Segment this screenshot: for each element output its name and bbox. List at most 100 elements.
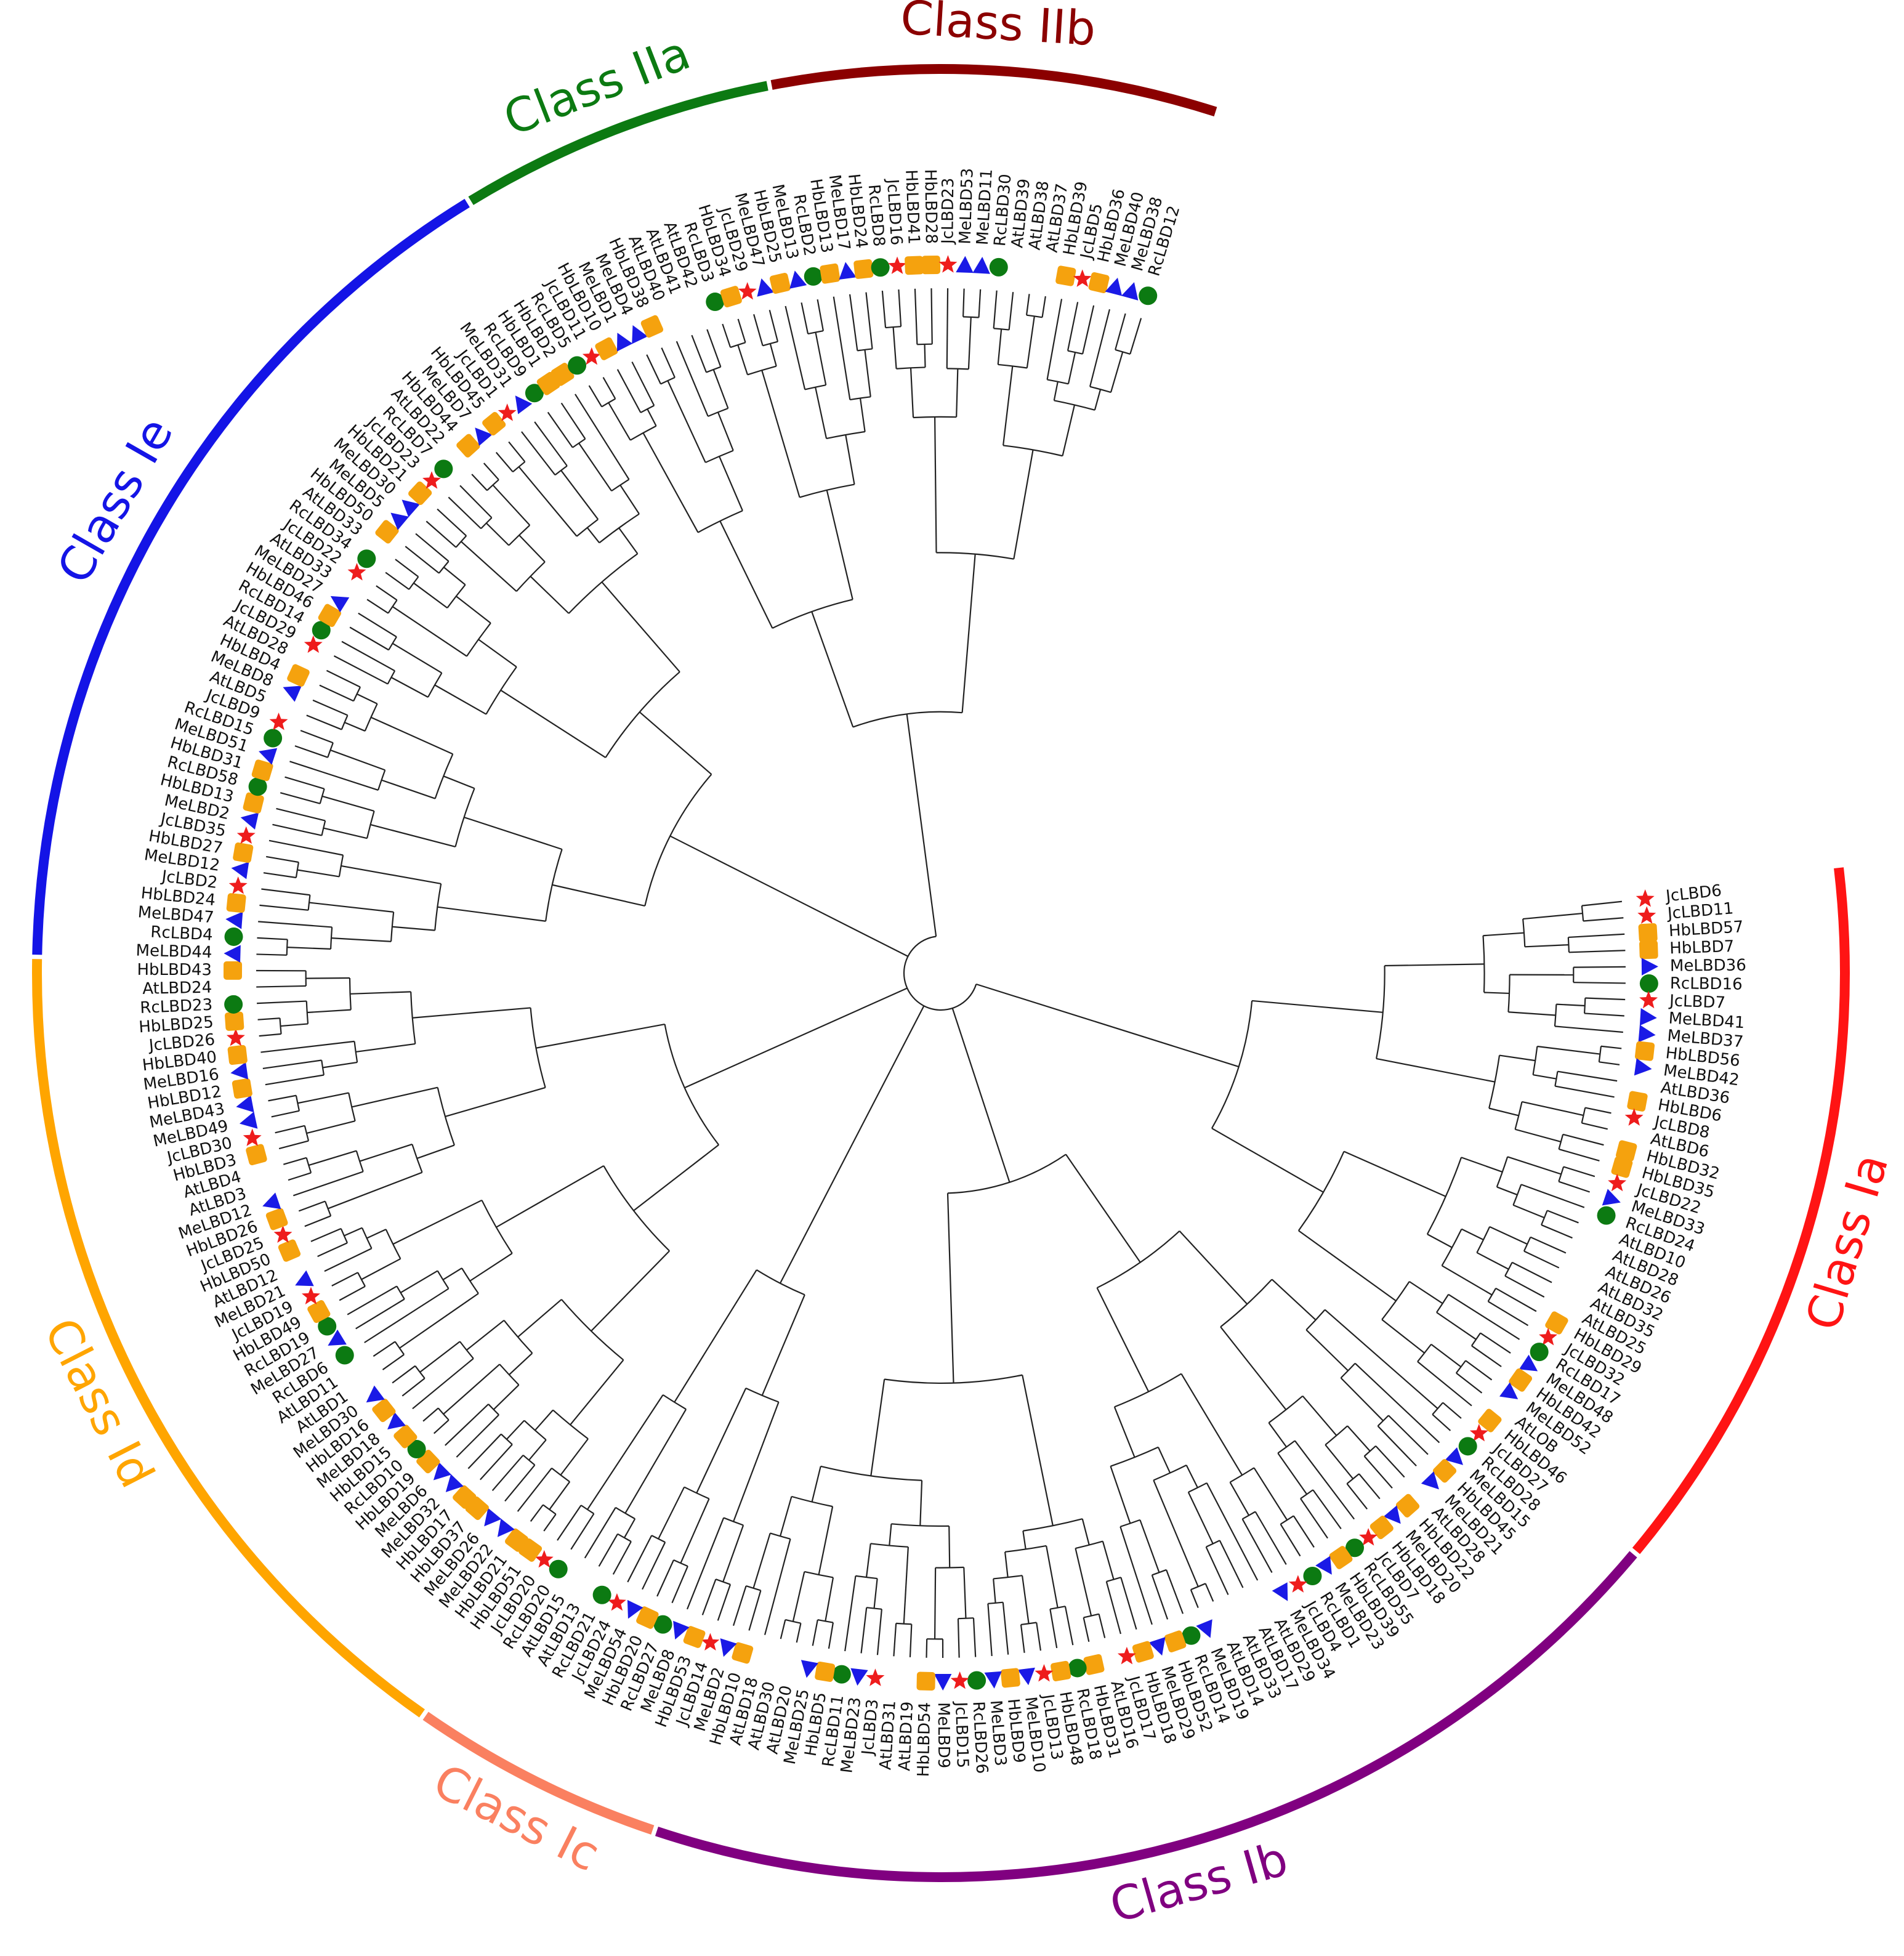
branch [1432, 1413, 1451, 1431]
species-marker-hb [375, 520, 399, 544]
branch [753, 314, 764, 346]
branch [517, 1299, 562, 1338]
branch [359, 1143, 413, 1162]
branch [471, 474, 488, 491]
species-marker-me [934, 1673, 952, 1691]
species-marker-hb [232, 1078, 252, 1099]
species-marker-rc [357, 549, 376, 568]
branch [319, 684, 354, 702]
branch [785, 305, 806, 390]
branch [534, 421, 568, 467]
branch [826, 430, 865, 440]
branch [1206, 1540, 1220, 1548]
species-marker-hb [1627, 1091, 1648, 1112]
branch [361, 1227, 373, 1249]
branch [304, 1215, 331, 1227]
branch [870, 1543, 908, 1548]
branch [297, 1092, 349, 1104]
branch [392, 1199, 482, 1245]
branch [552, 884, 645, 907]
branch [817, 299, 825, 331]
leaf-label: HbLBD7 [1669, 937, 1735, 958]
branch [376, 585, 398, 601]
branch [581, 1505, 595, 1514]
branch [1105, 1581, 1121, 1635]
species-marker-jc [938, 255, 958, 273]
branch [256, 985, 306, 988]
species-marker-me [240, 812, 259, 830]
branch [333, 655, 389, 685]
species-marker-hb [1164, 1630, 1187, 1652]
branch [275, 1125, 305, 1134]
branch [478, 639, 517, 668]
species-marker-jc [1608, 1173, 1627, 1192]
species-marker-hb [1611, 1156, 1633, 1178]
branch [292, 1171, 364, 1197]
branch [746, 1585, 761, 1591]
species-marker-rc [335, 1346, 354, 1365]
species-marker-rc [312, 621, 331, 640]
branch [1377, 1415, 1389, 1427]
branch [570, 1359, 624, 1426]
branch [1067, 350, 1083, 355]
leaf-label: MeLBD36 [1670, 956, 1746, 976]
branch [1220, 1326, 1287, 1410]
branch [1496, 1186, 1518, 1196]
branch [706, 329, 722, 368]
branch [1041, 296, 1046, 318]
branch [780, 1496, 793, 1537]
branch [1461, 1228, 1484, 1241]
branch [924, 344, 926, 368]
branch [347, 1285, 397, 1315]
branch [1211, 1128, 1324, 1193]
branch [412, 1357, 474, 1410]
species-marker-me [1634, 1058, 1652, 1076]
branch [1020, 1622, 1037, 1626]
class-arc-class-iia [468, 81, 768, 205]
branch [602, 377, 616, 400]
species-marker-me [283, 685, 302, 702]
branch [1354, 1362, 1440, 1444]
branch [508, 441, 526, 463]
branch [1599, 1061, 1620, 1065]
species-marker-me [366, 1385, 385, 1403]
branch [366, 1229, 387, 1239]
branch [1013, 450, 1034, 559]
branch [1325, 1425, 1348, 1445]
branch [1229, 1467, 1255, 1483]
branch [951, 1008, 1010, 1183]
branch [1436, 1312, 1477, 1340]
branch [279, 1018, 282, 1034]
branch [388, 636, 397, 650]
branch [522, 1454, 536, 1466]
branch [456, 596, 491, 624]
branch [1461, 1157, 1503, 1173]
species-marker-me [1641, 958, 1658, 976]
branch [272, 823, 322, 836]
branch [306, 1120, 355, 1134]
branch [1487, 1288, 1497, 1302]
branch [530, 1504, 544, 1522]
branch [353, 687, 361, 701]
branch [1251, 1000, 1383, 1013]
branch [623, 1518, 636, 1538]
branch [619, 485, 640, 515]
species-marker-rc [1345, 1538, 1365, 1558]
species-marker-jc [1539, 1327, 1558, 1346]
species-marker-hb [1083, 1654, 1105, 1675]
species-marker-hb [246, 1144, 267, 1166]
species-marker-jc [243, 1128, 262, 1146]
branch [1483, 932, 1525, 937]
branch [946, 288, 949, 369]
branch [261, 888, 310, 896]
branch [656, 1559, 674, 1597]
branch [442, 1267, 462, 1280]
branch [1456, 1372, 1483, 1394]
species-marker-hb [921, 255, 941, 275]
branch [967, 317, 972, 370]
branch [1358, 1473, 1381, 1500]
species-marker-hb [595, 337, 618, 360]
branch [1185, 1465, 1198, 1489]
branch [392, 926, 435, 931]
species-marker-me [1421, 1471, 1439, 1490]
